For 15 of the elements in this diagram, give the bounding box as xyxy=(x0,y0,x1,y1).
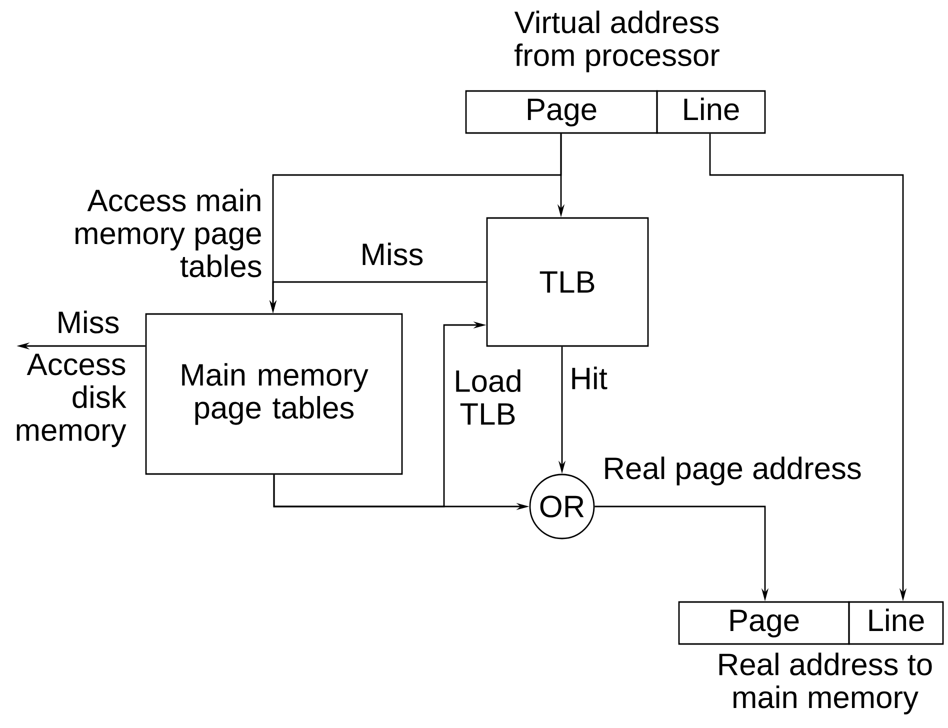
register-field: Page xyxy=(678,601,850,645)
edge-label: Miss xyxy=(58,310,119,334)
edge-label: Real page address xyxy=(605,456,861,486)
address-caption: Virtual address from processor xyxy=(514,10,720,72)
edge-label: Access main memory page tables xyxy=(76,188,262,278)
edge-label: Miss xyxy=(362,242,423,266)
register-field: Line xyxy=(848,601,944,645)
action-text: Access disk memory xyxy=(16,354,126,448)
page-table-box: Main memory page tables xyxy=(145,313,403,475)
edge-label: Load TLB xyxy=(456,369,520,425)
tlb-box: TLB xyxy=(486,217,649,347)
address-caption: Real address to main memory xyxy=(719,652,932,714)
register-field: Page xyxy=(465,90,658,134)
edge-label: Hit xyxy=(572,366,608,390)
register-field: Line xyxy=(656,90,766,134)
